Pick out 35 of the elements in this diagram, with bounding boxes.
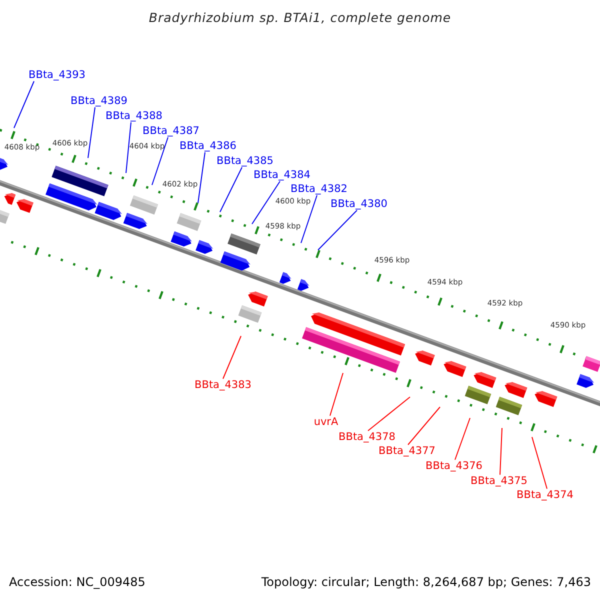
- gene-label: BBta_4388: [106, 110, 162, 122]
- leader-line: [14, 80, 34, 128]
- leader-line: [368, 396, 410, 432]
- leader-line: [408, 406, 440, 446]
- leader-line: [318, 210, 358, 250]
- footer-text: Accession: NC_009485: [9, 576, 146, 588]
- gene-label: uvrA: [314, 416, 338, 428]
- footer-text: Topology: circular; Length: 8,264,687 bp; Genes: 7,463: [261, 576, 591, 588]
- leader-line: [88, 106, 96, 158]
- leader-line: [220, 166, 242, 212]
- chart-title: Bradyrhizobium sp. BTAi1, complete genome: [148, 12, 452, 24]
- leader-line: [126, 122, 132, 174]
- leader-line: [198, 152, 206, 204]
- gene-label: BBta_4376: [426, 460, 482, 472]
- leader-line: [454, 418, 470, 460]
- leader-line: [532, 436, 548, 490]
- gene-label: BBta_4382: [290, 184, 348, 194]
- gene-label: BBta_4375: [470, 476, 528, 486]
- gene-label: BBta_4378: [338, 432, 396, 442]
- leader-line: [500, 428, 502, 476]
- gene-label: BBta_4380: [330, 198, 388, 210]
- gene-label: BBta_4389: [70, 96, 128, 106]
- leader-line: [330, 372, 344, 416]
- gene-label: BBta_4385: [216, 156, 274, 166]
- gene-label: BBta_4393: [28, 70, 86, 80]
- leader-line: [152, 136, 168, 186]
- gene-label: BBta_4387: [142, 126, 200, 136]
- leader-line: [300, 194, 318, 244]
- leader-line: [252, 180, 280, 224]
- leader-line: [222, 336, 242, 380]
- gene-label: BBta_4384: [254, 170, 310, 180]
- gene-label: BBta_4374: [516, 490, 574, 500]
- gene-label: BBta_4386: [180, 140, 236, 152]
- gene-label: BBta_4383: [194, 380, 252, 390]
- gene-label: BBta_4377: [378, 446, 436, 456]
